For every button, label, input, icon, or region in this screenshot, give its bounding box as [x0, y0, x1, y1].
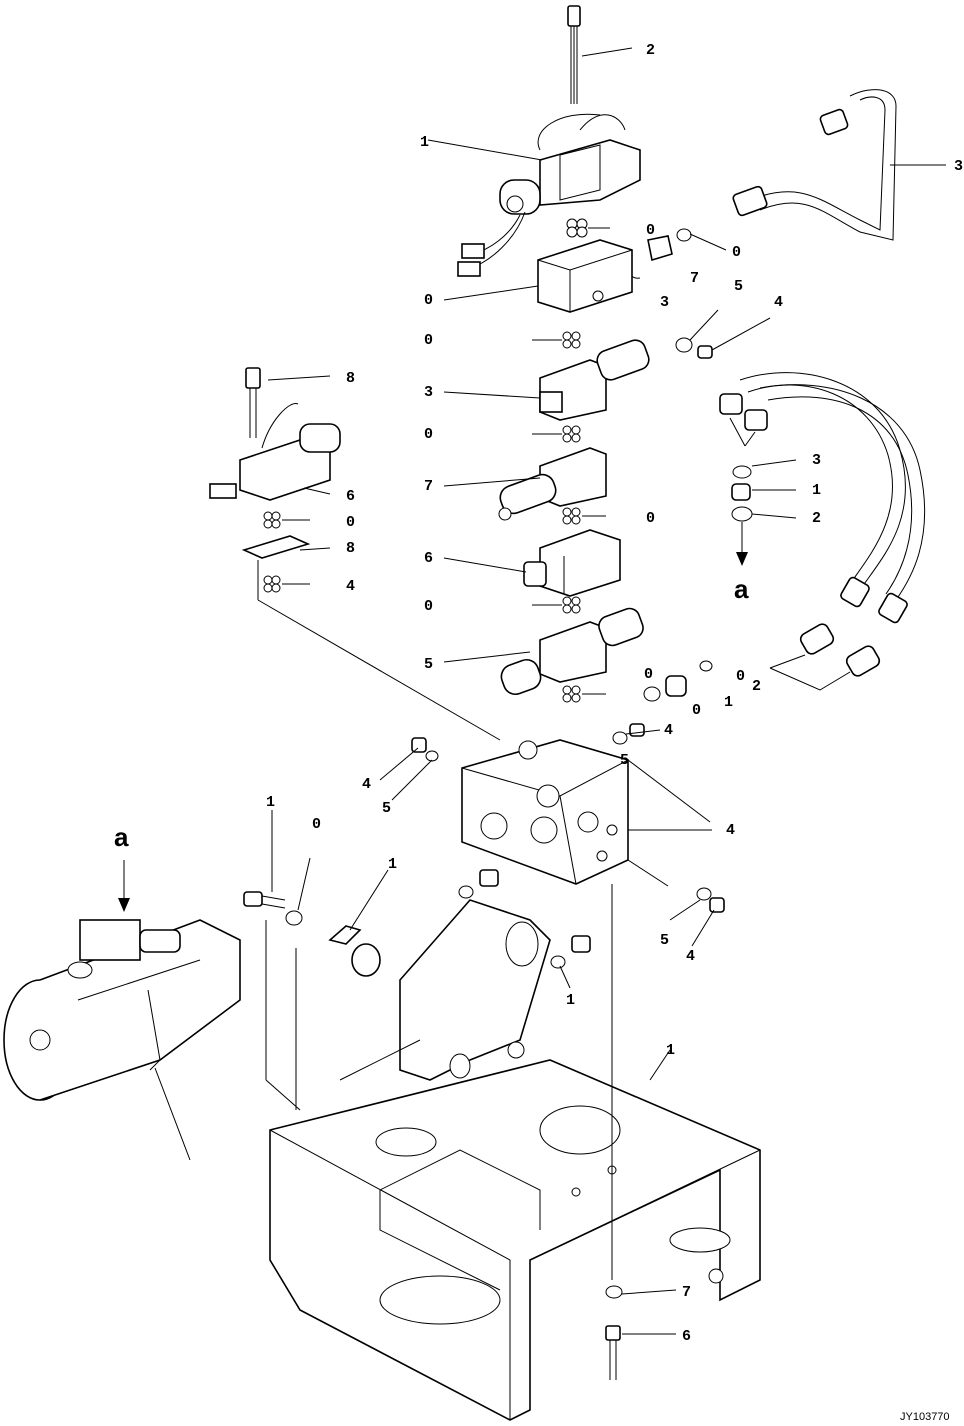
- callout-sol-left: 6: [346, 488, 355, 505]
- callout-ring-i: 4: [346, 578, 355, 595]
- top-solenoid-valve: [457, 113, 641, 277]
- top-bolt: [567, 5, 581, 104]
- callout-ring-bot-r: 5: [660, 932, 669, 949]
- callout-oring-b: 0: [732, 244, 741, 261]
- bottom-right-parts: [627, 859, 725, 913]
- callout-hose-fit: 1: [812, 482, 821, 499]
- callout-bolt-left: 8: [346, 370, 355, 387]
- callout-fit-mid-a: 0: [692, 702, 701, 719]
- valve-stack: [498, 331, 650, 703]
- callout-valve-b: 3: [424, 384, 433, 401]
- view-label-right: a: [734, 574, 749, 604]
- callout-fitting-a: 7: [690, 270, 699, 287]
- drawing-code: JY103770: [900, 1411, 950, 1423]
- callout-washer-b: 1: [566, 992, 575, 1009]
- callout-block-top: 0: [424, 292, 433, 309]
- callout-plug-mid: 4: [664, 722, 673, 739]
- view-label-left: a: [114, 822, 129, 852]
- callout-bolt-bot: 6: [682, 1328, 691, 1345]
- callout-oring-a: 0: [646, 222, 655, 239]
- bracket: [399, 899, 551, 1081]
- callout-valve-e: 5: [424, 656, 433, 673]
- main-manifold: [411, 737, 629, 885]
- callout-ring-left: 5: [382, 800, 391, 817]
- callout-plate: 8: [346, 540, 355, 557]
- callout-ring-c: 0: [424, 332, 433, 349]
- callout-plug-a: 4: [774, 294, 783, 311]
- callout-fit-mid-c: 0: [736, 668, 745, 685]
- leader-lines: [267, 47, 946, 1335]
- callout-ring-g: 0: [644, 666, 653, 683]
- callout-ring-f: 0: [424, 598, 433, 615]
- pump-motor: [3, 860, 241, 1161]
- callout-hose-oring: 3: [812, 452, 821, 469]
- top-small-parts: [566, 218, 713, 359]
- callout-bolt-a: 1: [266, 794, 275, 811]
- callout-ring-a: 3: [660, 294, 669, 311]
- callout-bolt-top: 2: [646, 42, 655, 59]
- elbow-fittings: [612, 623, 881, 745]
- callout-washer-a: 0: [312, 816, 321, 833]
- callout-hose-end: 2: [752, 678, 761, 695]
- callout-washer-bot: 7: [682, 1284, 691, 1301]
- callout-tube-right: 3: [954, 158, 963, 175]
- callout-ring-h: 0: [346, 514, 355, 531]
- right-hoses: [719, 372, 926, 624]
- bent-tube: [732, 89, 897, 241]
- callout-ring-b: 5: [734, 278, 743, 295]
- callout-solenoid-top: 1: [420, 134, 429, 151]
- callout-frame: 1: [666, 1042, 675, 1059]
- callout-numbers: 2 1 3 0 0 7 3 0 4 5 0 3 0 7 0 6 0 5 0 8 …: [266, 42, 963, 1345]
- callout-manifold-mid: 5: [620, 752, 629, 769]
- left-solenoid-assembly: [209, 367, 501, 741]
- callout-manifold-r: 4: [726, 822, 735, 839]
- callout-hose-oring2: 2: [812, 510, 821, 527]
- callout-fit-mid-b: 1: [724, 694, 733, 711]
- callout-valve-c: 7: [424, 478, 433, 495]
- callout-ring-e: 0: [646, 510, 655, 527]
- top-block: [537, 239, 633, 313]
- callout-plug-bot-r: 4: [686, 948, 695, 965]
- callout-ring-d: 0: [424, 426, 433, 443]
- callout-valve-d: 6: [424, 550, 433, 567]
- callout-bracket: 1: [388, 856, 397, 873]
- callout-plug-left: 4: [362, 776, 371, 793]
- frame: [265, 884, 761, 1421]
